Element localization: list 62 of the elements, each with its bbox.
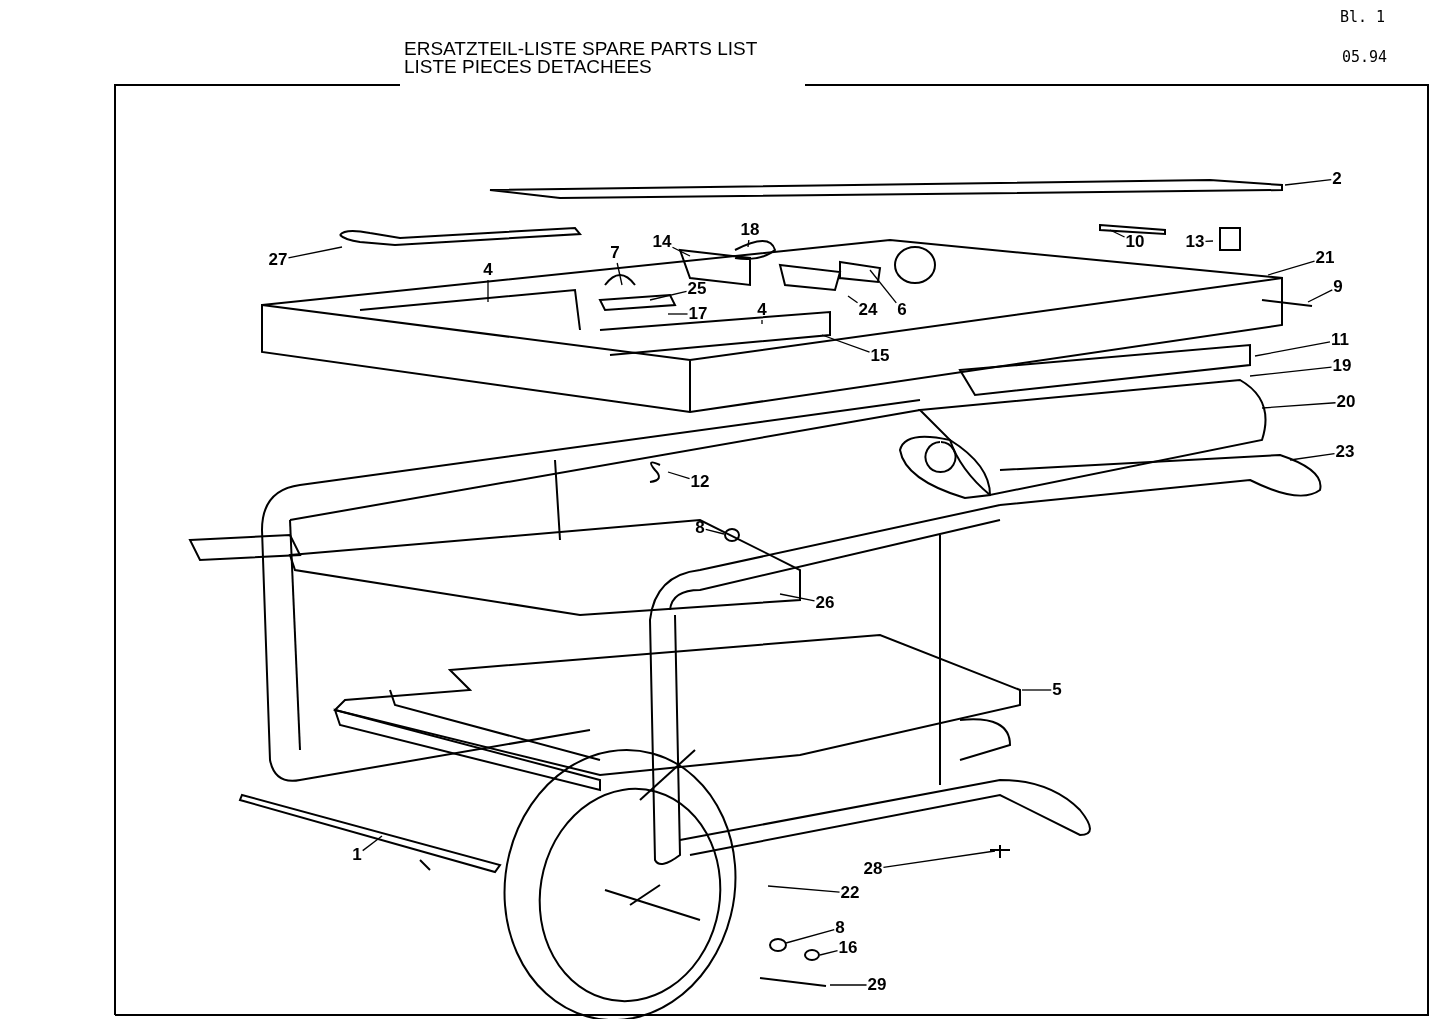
callout-number: 8	[695, 519, 705, 537]
leader-line	[705, 528, 725, 535]
callout-number: 27	[268, 251, 288, 269]
callout-number: 22	[840, 884, 860, 902]
callout-number: 23	[1335, 443, 1355, 461]
leader-line	[1204, 240, 1214, 243]
leader-line	[649, 290, 688, 301]
callout-number: 7	[610, 244, 620, 262]
callout-number: 2	[1332, 170, 1342, 188]
leader-line	[761, 319, 763, 325]
leader-line	[1249, 366, 1333, 377]
leader-line	[882, 850, 996, 869]
leader-line	[779, 593, 816, 602]
leader-line	[667, 313, 689, 315]
callout-number: 5	[1052, 681, 1062, 699]
date-code: 05.94	[1342, 48, 1388, 66]
leader-line	[869, 269, 897, 304]
leader-line	[1261, 402, 1337, 409]
callout-number: 21	[1315, 249, 1335, 267]
leader-line	[1307, 289, 1333, 303]
callout-number: 4	[757, 301, 767, 319]
leader-line	[829, 984, 868, 986]
callout-number: 24	[858, 301, 878, 319]
callout-number: 20	[1336, 393, 1356, 411]
callout-number: 15	[870, 347, 890, 365]
callout-number: 29	[867, 976, 887, 994]
leader-line	[1021, 689, 1052, 691]
callout-number: 18	[740, 221, 760, 239]
callout-number: 1	[352, 846, 362, 864]
leader-line	[821, 334, 871, 353]
leader-line	[667, 471, 691, 480]
callout-number: 13	[1185, 233, 1205, 251]
leader-line	[1109, 229, 1126, 238]
bl-number: Bl. 1	[1340, 8, 1386, 26]
leader-line	[616, 262, 623, 286]
leader-line	[671, 246, 691, 257]
leader-line	[747, 239, 750, 248]
leader-line	[819, 949, 839, 956]
leader-line	[785, 928, 835, 944]
leader-line	[767, 885, 841, 893]
leader-line	[1289, 452, 1336, 461]
callout-number: 17	[688, 305, 708, 323]
leader-line	[1254, 341, 1331, 357]
callout-number: 16	[838, 939, 858, 957]
leader-line	[487, 279, 489, 303]
callout-number: 9	[1333, 278, 1343, 296]
callout-number: 10	[1125, 233, 1145, 251]
callout-number: 6	[897, 301, 907, 319]
callout-number: 11	[1331, 331, 1349, 349]
leader-line	[362, 835, 383, 852]
leader-line	[1267, 260, 1316, 276]
leader-line	[847, 295, 859, 304]
callout-number: 8	[835, 919, 845, 937]
leader-line	[287, 246, 343, 259]
callout-number: 28	[863, 860, 883, 878]
leader-line	[1284, 179, 1332, 186]
callout-number: 19	[1332, 357, 1352, 375]
callout-number: 14	[652, 233, 672, 251]
callout-number: 4	[483, 261, 493, 279]
callout-number: 26	[815, 594, 835, 612]
callout-number: 25	[687, 280, 707, 298]
callout-number: 12	[690, 473, 710, 491]
